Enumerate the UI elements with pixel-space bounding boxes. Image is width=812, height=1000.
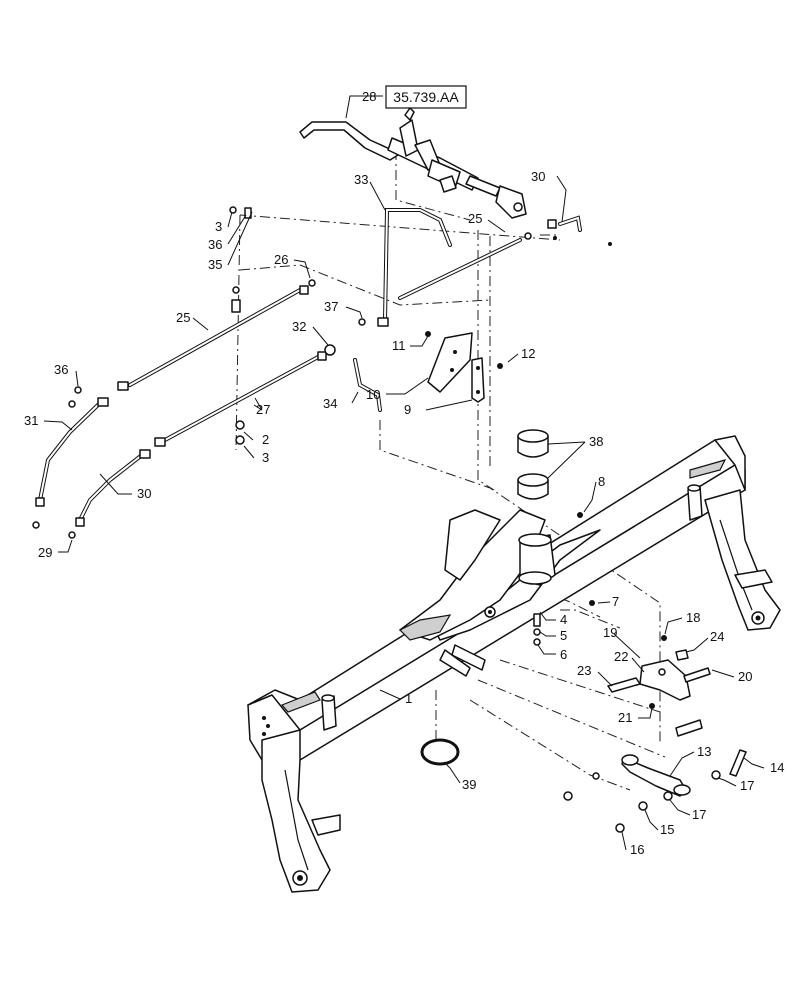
callout-30[interactable]: 30 <box>137 486 151 501</box>
hose-25-upper <box>398 232 532 300</box>
callout-33[interactable]: 33 <box>354 172 368 187</box>
pivot-hub <box>398 509 601 677</box>
callout-29[interactable]: 29 <box>38 545 52 560</box>
callout-30[interactable]: 30 <box>531 169 545 184</box>
callout-8[interactable]: 8 <box>598 474 605 489</box>
callout-36[interactable]: 36 <box>54 362 68 377</box>
center-lines <box>235 150 666 791</box>
callout-18[interactable]: 18 <box>686 610 700 625</box>
hose-25-left <box>117 285 309 391</box>
callout-23[interactable]: 23 <box>577 663 591 678</box>
callout-17[interactable]: 17 <box>740 778 754 793</box>
callout-2[interactable]: 2 <box>262 432 269 447</box>
callout-32[interactable]: 32 <box>292 319 306 334</box>
callout-19[interactable]: 19 <box>603 625 617 640</box>
callout-1[interactable]: 1 <box>405 691 412 706</box>
callout-36[interactable]: 36 <box>208 237 222 252</box>
callout-17[interactable]: 17 <box>692 807 706 822</box>
reference-label: 35.739.AA <box>393 89 459 105</box>
callout-31[interactable]: 31 <box>24 413 38 428</box>
tie-rod <box>563 749 747 833</box>
callout-14[interactable]: 14 <box>770 760 784 775</box>
hose-30-lower <box>75 449 151 527</box>
tube-34 <box>353 358 382 412</box>
callout-28[interactable]: 28 <box>362 89 376 104</box>
callout-11[interactable]: 11 <box>392 338 406 353</box>
callout-10[interactable]: 10 <box>366 387 380 402</box>
hose-27 <box>154 351 327 447</box>
callout-4[interactable]: 4 <box>560 612 567 627</box>
callout-20[interactable]: 20 <box>738 669 752 684</box>
callout-39[interactable]: 39 <box>462 777 476 792</box>
callout-25[interactable]: 25 <box>468 211 482 226</box>
callout-21[interactable]: 21 <box>618 710 632 725</box>
callout-9[interactable]: 9 <box>404 402 411 417</box>
callout-37[interactable]: 37 <box>324 299 338 314</box>
hose-30-upper <box>547 215 612 246</box>
callout-38[interactable]: 38 <box>589 434 603 449</box>
callout-15[interactable]: 15 <box>660 822 674 837</box>
callout-3[interactable]: 3 <box>262 450 269 465</box>
callout-labels: 28 33 30 3 36 35 25 26 25 37 32 11 12 36… <box>24 89 784 857</box>
leader-lines <box>43 95 765 851</box>
bushing-set <box>517 429 549 500</box>
hose-33 <box>377 208 452 327</box>
callout-24[interactable]: 24 <box>710 629 724 644</box>
callout-22[interactable]: 22 <box>614 649 628 664</box>
callout-27[interactable]: 27 <box>256 402 270 417</box>
callout-13[interactable]: 13 <box>697 744 711 759</box>
snap-ring <box>420 738 460 766</box>
callout-6[interactable]: 6 <box>560 647 567 662</box>
callout-26[interactable]: 26 <box>274 252 288 267</box>
callout-7[interactable]: 7 <box>612 594 619 609</box>
callout-16[interactable]: 16 <box>630 842 644 857</box>
steering-cylinder <box>299 107 527 219</box>
callout-25[interactable]: 25 <box>176 310 190 325</box>
callout-5[interactable]: 5 <box>560 628 567 643</box>
callout-35[interactable]: 35 <box>208 257 222 272</box>
hose-31 <box>35 397 109 507</box>
callout-12[interactable]: 12 <box>521 346 535 361</box>
reference-box[interactable]: 35.739.AA <box>385 85 467 109</box>
bracket-plate <box>427 332 485 403</box>
callout-34[interactable]: 34 <box>323 396 337 411</box>
clamp-bracket <box>607 635 711 737</box>
callout-3[interactable]: 3 <box>215 219 222 234</box>
